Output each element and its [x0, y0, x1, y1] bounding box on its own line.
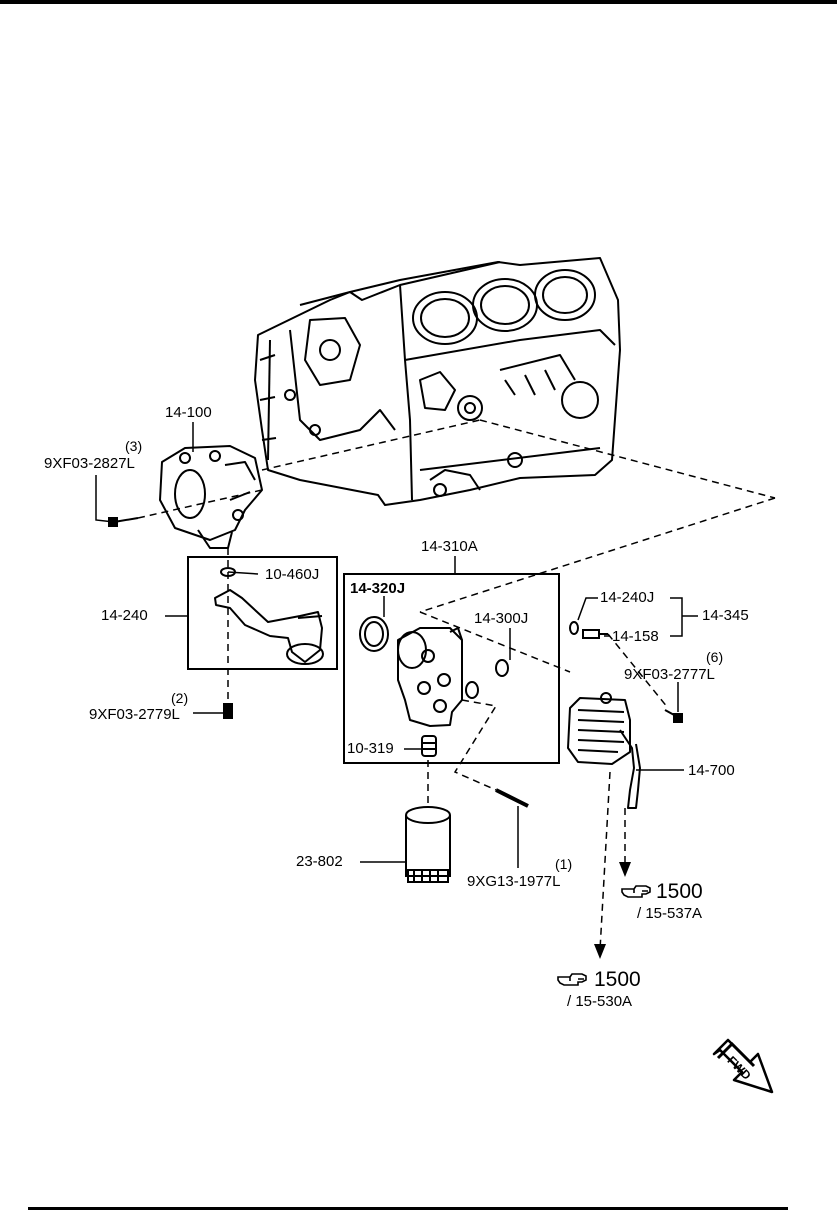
part-label-14-100: 14-100 [165, 404, 212, 421]
top-rule [0, 0, 837, 4]
engine-block [254, 257, 621, 506]
part-label-14-240: 14-240 [101, 607, 148, 624]
strainer-box [187, 556, 338, 670]
part-label-14-240J: 14-240J [600, 589, 655, 606]
pointing-hand-icon[interactable] [556, 970, 588, 988]
quantity-label-1: (1) [555, 856, 573, 872]
part-label-14-700: 14-700 [688, 762, 735, 779]
oil-pump-part [159, 445, 263, 549]
stud-1977-part [495, 788, 529, 808]
filter-base-part [359, 616, 509, 757]
forward-arrow-icon: FWD [712, 1038, 774, 1094]
arrowhead-2 [594, 944, 606, 959]
quantity-label-2: (2) [171, 690, 189, 706]
bottom-rule [28, 1207, 788, 1210]
part-label-9XF03-2827L: 9XF03-2827L [44, 455, 135, 472]
plug-and-washer-part [569, 621, 608, 639]
part-label-10-460J: 10-460J [265, 566, 320, 583]
assembly-dashed-lines [137, 419, 776, 951]
bolt-2777-part [664, 709, 683, 723]
reference-subsection-1[interactable]: / 15-537A [637, 905, 703, 922]
part-label-14-345: 14-345 [702, 607, 749, 624]
part-label-9XF03-2779L: 9XF03-2779L [89, 706, 180, 723]
reference-number-1[interactable]: 1500 [656, 880, 703, 903]
part-label-14-158: 14-158 [612, 628, 659, 645]
part-label-14-300J: 14-300J [474, 610, 529, 627]
bolt-2779-part [223, 703, 233, 719]
part-label-9XF03-2777L: 9XF03-2777L [624, 666, 715, 683]
part-label-9XG13-1977L: 9XG13-1977L [467, 873, 561, 890]
quantity-label-3: (3) [125, 438, 143, 454]
oil-strainer-part [214, 567, 324, 665]
oil-cooler-base-box [343, 573, 560, 764]
part-label-14-310A: 14-310A [421, 538, 478, 555]
leader-lines [95, 422, 698, 868]
arrowhead-1 [619, 862, 631, 877]
reference-subsection-2[interactable]: / 15-530A [567, 993, 633, 1010]
quantity-label-6: (6) [706, 649, 724, 665]
reference-number-2[interactable]: 1500 [594, 968, 641, 991]
oil-cooler-part [567, 692, 641, 809]
part-label-10-319: 10-319 [347, 740, 394, 757]
part-label-14-320J: 14-320J [350, 580, 406, 597]
pointing-hand-icon[interactable] [620, 882, 652, 900]
oil-filter-part [405, 806, 451, 883]
part-label-23-802: 23-802 [296, 853, 343, 870]
